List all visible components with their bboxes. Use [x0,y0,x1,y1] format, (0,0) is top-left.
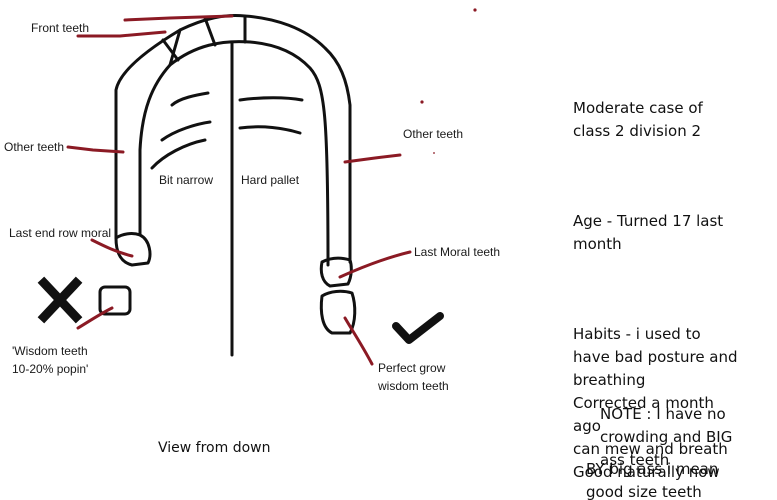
pointer-last-end-row [90,238,134,258]
palate-ridge [238,96,304,102]
left-wisdom-tooth [98,285,132,316]
label-perfect-grow: Perfect grow wisdom teeth [378,361,449,393]
pointer-wisdom-left [76,306,114,330]
palate-ridge [238,125,302,135]
label-wisdom-teeth: 'Wisdom teeth 10-20% popin' [12,344,89,376]
pointer-perfect-grow [343,316,374,366]
pointer-front-teeth [76,30,167,38]
cross-icon [37,276,83,324]
pointer-other-teeth-right [343,153,402,164]
label-hard-pallet: Hard pallet [241,173,300,187]
label-front-teeth: Front teeth [31,21,90,35]
front-tooth-divider [203,16,217,47]
label-other-teeth-right: Other teeth [403,127,464,141]
label-other-teeth-left: Other teeth [4,140,65,154]
left-last-molar [114,232,152,267]
note-case: Moderate case of class 2 division 2 [573,99,703,140]
palate-ridge [150,138,207,170]
stray-dots [420,8,477,154]
caption-view-from-down: View from down [158,440,271,456]
note-habits: Habits - i used to have bad posture and … [573,325,738,481]
pointer-front-teeth [123,14,234,22]
palate-ridge [170,91,210,107]
note-age: Age - Turned 17 last month [573,212,724,253]
pointer-other-teeth-left [66,145,125,154]
label-bit-narrow: Bit narrow [159,173,214,187]
inner-arch [138,40,330,267]
note-crowding: NOTE : I have no crowding and BIG ass te… [600,405,733,469]
palate-ridge [160,120,212,142]
label-last-end-row-moral: Last end row moral [9,226,112,240]
label-last-moral-teeth: Last Moral teeth [414,245,501,259]
right-wisdom-tooth [319,289,357,335]
check-icon [392,312,444,344]
pointer-lines [66,14,412,366]
dental-arch [98,14,357,357]
front-tooth-divider [168,28,182,67]
right-last-molar [319,256,353,288]
front-tooth-divider [161,38,180,62]
pointer-last-moral [338,250,412,279]
note-big-teeth: BY big ass i mean good size teeth [586,460,719,500]
notes-panel: Moderate case of class 2 division 2 Age … [573,74,773,500]
